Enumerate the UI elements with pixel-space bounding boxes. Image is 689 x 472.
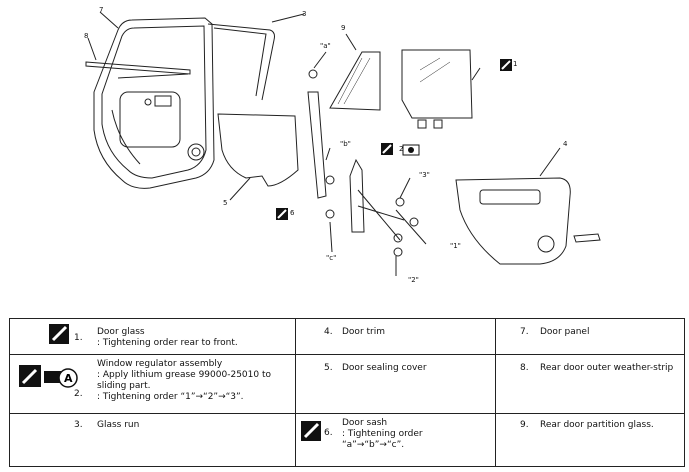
callout-5: 5 <box>223 199 227 207</box>
callout-c: "c" <box>326 254 336 262</box>
wrench-and-grease-icon: A <box>19 365 78 388</box>
legend-cell-3: 3. Glass run <box>9 413 296 467</box>
window-regulator-drawing <box>349 158 405 241</box>
legend-cell-4: 4. Door trim <box>295 318 496 355</box>
legend-note-6b: “a”→“b”→“c”. <box>342 440 405 450</box>
legend-cell-1: 1. Door glass : Tightening order rear to… <box>9 318 296 355</box>
legend-note-2a: : Apply lithium grease 99000-25010 to sl… <box>97 370 271 391</box>
door-panel-drawing <box>93 17 215 189</box>
callout-order-2: "2" <box>408 276 419 284</box>
legend-name-9: Rear door partition glass. <box>540 420 654 430</box>
callout-9: 9 <box>341 24 345 32</box>
outer-weatherstrip-drawing <box>85 61 191 75</box>
legend-num-9: 9. <box>520 420 529 430</box>
legend-name-6: Door sash <box>342 418 388 428</box>
callout-4: 4 <box>563 140 568 148</box>
legend-num-5: 5. <box>324 363 333 373</box>
legend-num-2: 2. <box>74 389 83 399</box>
legend-num-4: 4. <box>324 327 333 337</box>
sealing-cover-drawing <box>217 113 299 187</box>
legend-cell-5: 5. Door sealing cover <box>295 354 496 414</box>
callout-8: 8 <box>84 32 88 40</box>
legend-num-6: 6. <box>324 428 333 438</box>
door-sash-drawing <box>307 91 327 199</box>
door-glass-drawing <box>401 49 473 119</box>
grease-icon <box>402 144 420 156</box>
legend-note-6a: : Tightening order <box>342 429 423 439</box>
torque-wrench-icon <box>301 421 321 441</box>
legend-note-2b: : Tightening order “1”→“2”→“3”. <box>97 392 244 402</box>
legend-name-7: Door panel <box>540 327 590 337</box>
exploded-parts-diagram: 7 8 3 9 1 4 2 5 6 "a" "b" "c" "3" "1" "2… <box>84 6 601 284</box>
grease-letter: A <box>64 372 73 385</box>
legend-name-8: Rear door outer weather-strip <box>540 363 674 373</box>
partition-glass-drawing <box>329 51 381 111</box>
legend-num-8: 8. <box>520 363 529 373</box>
door-trim-drawing <box>455 177 571 265</box>
parts-legend-table: 1. Door glass : Tightening order rear to… <box>9 318 685 467</box>
legend-name-3: Glass run <box>97 420 140 430</box>
legend-cell-9: 9. Rear door partition glass. <box>495 413 685 467</box>
legend-cell-8: 8. Rear door outer weather-strip <box>495 354 685 414</box>
legend-name-5: Door sealing cover <box>342 363 427 373</box>
torque-wrench-icon <box>500 59 512 71</box>
legend-num-7: 7. <box>520 327 529 337</box>
legend-num-3: 3. <box>74 420 83 430</box>
torque-wrench-icon <box>49 324 69 344</box>
legend-cell-7: 7. Door panel <box>495 318 685 355</box>
legend-name-2: Window regulator assembly <box>97 359 223 369</box>
callout-6: 6 <box>290 209 295 217</box>
callout-2: 2 <box>399 145 403 153</box>
legend-cell-2: A 2. Window regulator assembly : Apply l… <box>9 354 296 414</box>
callout-order-1: "1" <box>450 242 461 250</box>
callout-a: "a" <box>320 42 331 50</box>
callout-1: 1 <box>513 60 517 68</box>
legend-name-4: Door trim <box>342 327 386 337</box>
torque-wrench-icon <box>381 143 393 155</box>
legend-note-1a: : Tightening order rear to front. <box>97 338 238 348</box>
callout-3: 3 <box>302 10 306 18</box>
torque-wrench-icon <box>276 208 288 220</box>
legend-cell-6: 6. Door sash : Tightening order “a”→“b”→… <box>295 413 496 467</box>
callout-order-3: "3" <box>419 171 430 179</box>
legend-name-1: Door glass <box>97 327 145 337</box>
callout-b: "b" <box>340 140 351 148</box>
glass-run-drawing <box>207 23 275 101</box>
callout-7: 7 <box>99 6 103 14</box>
legend-num-1: 1. <box>74 333 83 343</box>
